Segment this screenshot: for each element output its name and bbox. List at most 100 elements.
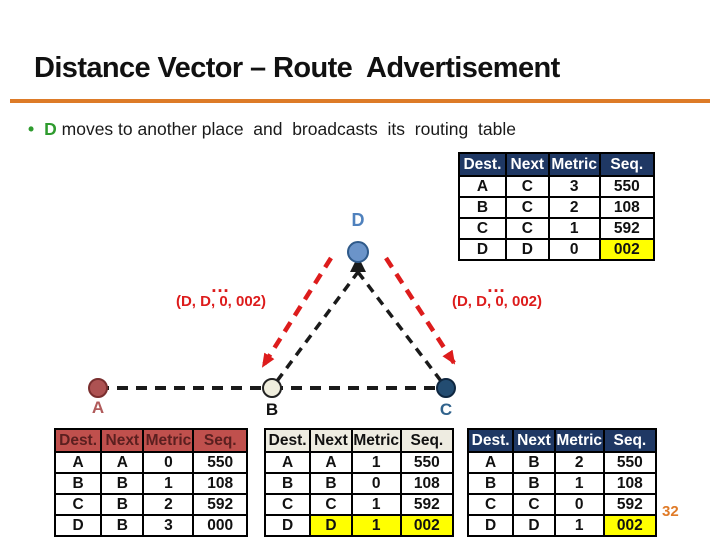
column-header: Metric [547,152,601,177]
cell: B [100,514,145,537]
cell: 1 [350,451,402,474]
cell: C [458,217,507,240]
column-header: Dest. [263,428,312,453]
cell: 1 [553,514,605,537]
cell: 002 [602,514,658,537]
column-header: Next [512,428,556,453]
cell: A [458,175,507,198]
cell: 108 [598,196,656,219]
cell: C [512,493,556,516]
cell: 592 [399,493,455,516]
node-b-circle [262,378,282,398]
cell: D [466,514,515,537]
column-header: Metric [350,428,402,453]
cell: 550 [399,451,455,474]
cell: 550 [192,451,248,474]
cell: 3 [547,175,601,198]
cell: D [263,514,312,537]
cell: 0 [350,472,402,495]
cell: C [263,493,312,516]
cell: C [504,175,550,198]
cell: 1 [553,472,605,495]
cell: 108 [602,472,658,495]
cell: B [458,196,507,219]
cell: 0 [547,238,601,261]
black-arrowhead-to-d-icon [350,256,366,272]
cell: A [53,451,103,474]
column-header: Seq. [192,428,248,453]
node-a-label: A [91,398,105,417]
cell: 000 [192,514,248,537]
cell: 550 [602,451,658,474]
cell: 2 [547,196,601,219]
page-title: Distance Vector – Route Advertisement [34,52,560,84]
column-header: Seq. [602,428,658,453]
column-header: Dest. [458,152,507,177]
cell: D [458,238,507,261]
column-header: Seq. [399,428,455,453]
cell: 1 [142,472,195,495]
cell: A [309,451,353,474]
node-c-circle [436,378,456,398]
cell: B [100,493,145,516]
cell: 592 [602,493,658,516]
bullet-highlight-d: D [44,119,57,139]
cell: 3 [142,514,195,537]
cell: 592 [598,217,656,240]
ellipsis-left: … [210,276,232,297]
node-d-label: D [351,210,365,230]
advertisement-right: … (D, D, 0, 002) [422,277,572,311]
node-a-circle [88,378,108,398]
cell: B [512,451,556,474]
advertisement-left: … (D, D, 0, 002) [146,276,296,311]
column-header: Next [309,428,353,453]
broadcast-arrow-right [384,256,456,365]
column-header: Next [100,428,145,453]
page-number: 32 [662,503,679,520]
bullet-icon: • [28,119,35,139]
node-d-circle [347,241,369,263]
cell: C [53,493,103,516]
title-underline [10,99,710,103]
cell: B [309,472,353,495]
bullet-text: moves to another place and broadcasts it… [56,119,516,139]
cell: 1 [350,493,402,516]
broadcast-arrow-left [261,256,333,368]
cell: B [263,472,312,495]
cell: 1 [350,514,402,537]
cell: A [263,451,312,474]
column-header: Metric [553,428,605,453]
cell: 108 [192,472,248,495]
node-c-label: C [439,400,453,419]
cell: 1 [547,217,601,240]
cell: 550 [598,175,656,198]
cell: 2 [553,451,605,474]
cell: 002 [598,238,656,261]
cell: B [100,472,145,495]
link-b-d [275,270,360,383]
route-tuple-left: (D, D, 0, 002) [175,293,267,310]
cell: B [53,472,103,495]
column-header: Dest. [466,428,515,453]
cell: C [466,493,515,516]
cell: A [100,451,145,474]
column-header: Dest. [53,428,103,453]
